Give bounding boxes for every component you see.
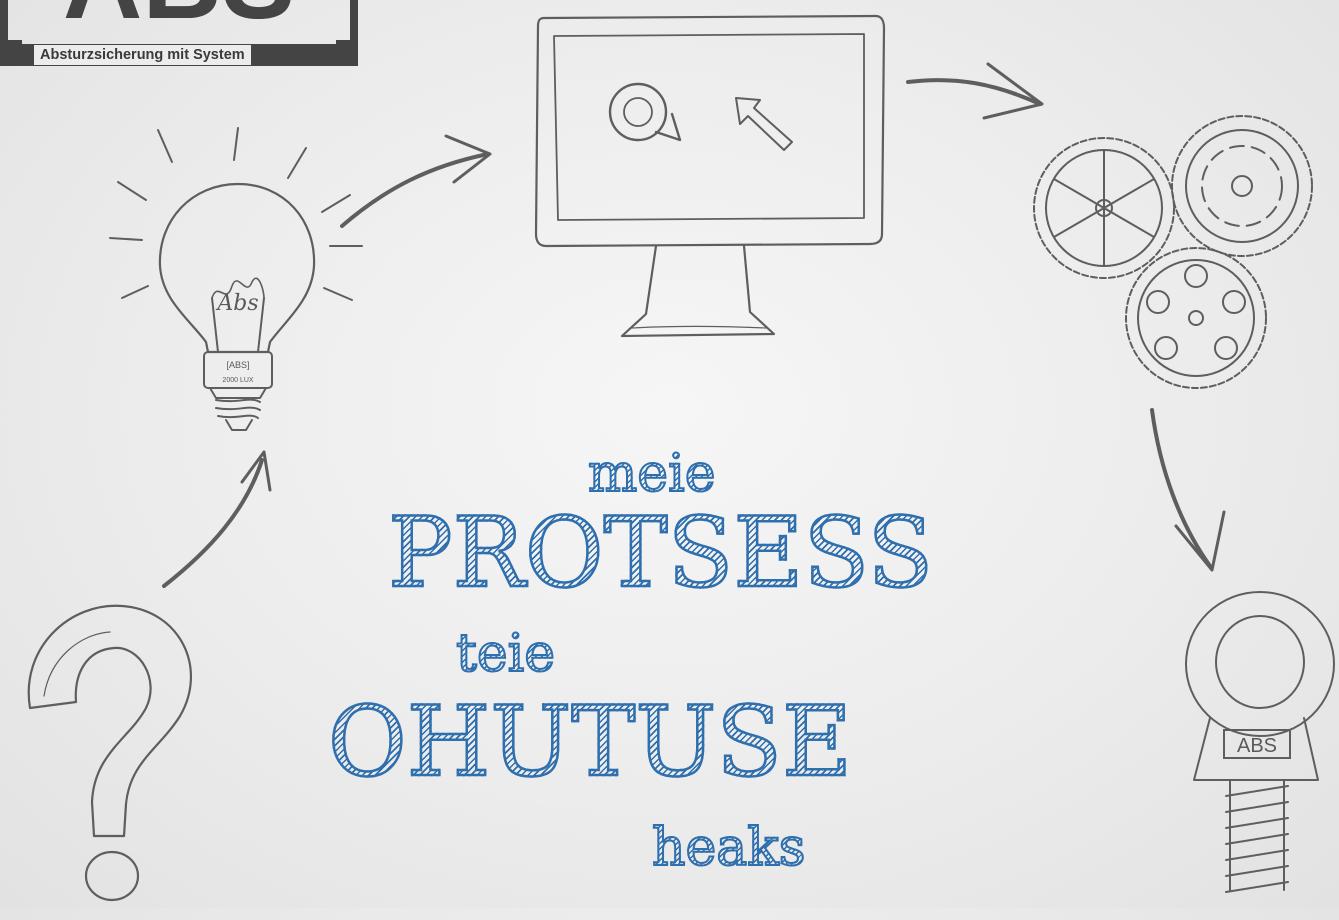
headline-line-1: meie — [588, 448, 716, 500]
anchor-plate-label: ABS — [1237, 735, 1277, 757]
logo-mark-text: ABS — [63, 0, 295, 42]
logo-tagline: Absturzsicherung mit System — [34, 45, 251, 65]
anchor-bolt-icon: ABS — [1180, 590, 1339, 920]
headline-line-5: heaks — [652, 822, 805, 874]
monitor-icon — [530, 8, 890, 348]
gears-icon — [1020, 108, 1339, 398]
arrow-question-to-bulb — [150, 440, 290, 600]
question-mark-icon — [10, 598, 210, 908]
bulb-script: Abs — [215, 291, 258, 316]
arrow-gears-to-anchor — [1140, 400, 1240, 580]
headline-line-2: PROTSESS — [388, 505, 933, 601]
headline-line-4: OHUTUSE — [328, 694, 852, 790]
bulb-plate: [ABS] — [226, 360, 249, 370]
arrow-bulb-to-monitor — [330, 130, 500, 240]
arrow-monitor-to-gears — [900, 56, 1050, 136]
bulb-lux: 2000 LUX — [222, 377, 253, 384]
headline-line-3: teie — [456, 628, 555, 680]
